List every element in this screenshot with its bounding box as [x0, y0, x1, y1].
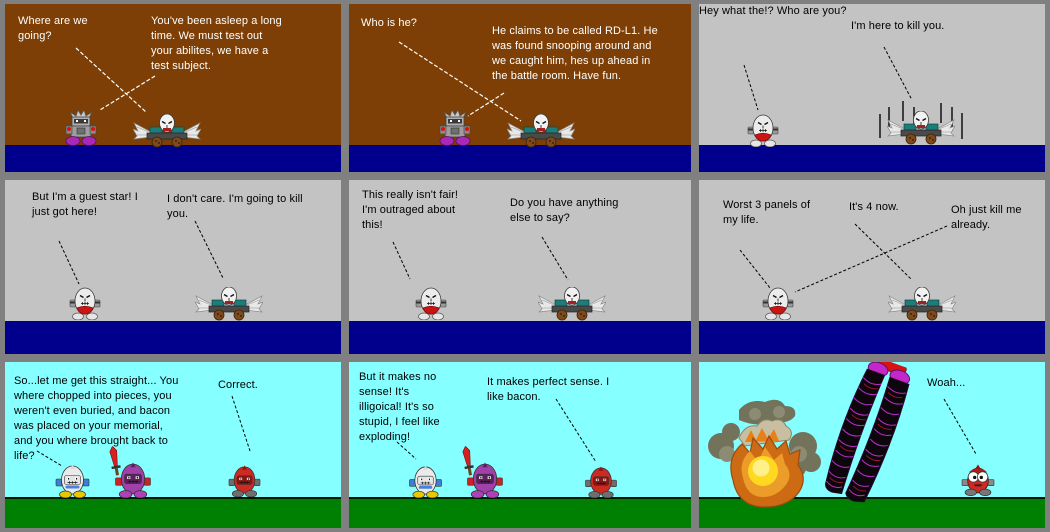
- comic-panel-4: But I'm a guest star! I just got here! I…: [5, 180, 341, 354]
- speech-pointer-lines: [392, 236, 569, 281]
- speech-text: Worst 3 panels of my life.: [723, 199, 811, 226]
- comic-panel-9: Woah...: [699, 362, 1045, 528]
- speech-pointer-lines: [743, 46, 963, 139]
- speech-text: Hey what the!? Who are you?: [699, 5, 847, 17]
- winged-skull-cart-character: [887, 111, 955, 145]
- speech-text: Who is he?: [361, 17, 418, 29]
- comic-panel-3: Hey what the!? Who are you? I'm here to …: [699, 4, 1045, 172]
- comic-panel-5: This really isn't fair! I'm outraged abo…: [349, 180, 691, 354]
- speech-text: It makes perfect sense. I like bacon.: [487, 376, 610, 403]
- floor: [699, 145, 1045, 172]
- skull-robot-character: [762, 286, 794, 320]
- white-egg-robot-character: [408, 465, 443, 498]
- skull-robot-character: [69, 286, 101, 320]
- speech-text: So...let me get this straight... You whe…: [14, 375, 179, 462]
- speech-text: I don't care. I'm going to kill you.: [167, 193, 303, 220]
- skull-robot-character: [747, 113, 779, 147]
- speech-text: It's 4 now.: [849, 201, 899, 213]
- speech-pointer-lines: [943, 398, 977, 455]
- speech-pointer-lines: [75, 47, 156, 113]
- floor: [5, 145, 341, 172]
- speech-text: Woah...: [927, 377, 966, 389]
- floor: [349, 321, 691, 354]
- gray-robot-character: [63, 110, 99, 146]
- speech-text: Do you have anything else to say?: [510, 197, 619, 224]
- speech-text: I'm here to kill you.: [851, 20, 945, 32]
- speech-text: Oh just kill me already.: [951, 204, 1022, 231]
- comic-panel-7: So...let me get this straight... You whe…: [5, 362, 341, 528]
- purple-egg-robot-character: [113, 462, 153, 498]
- skull-robot-character: [415, 286, 447, 320]
- comic-panel-1: Where are we going? You've been asleep a…: [5, 4, 341, 172]
- red-egg-robot-character: [584, 466, 618, 498]
- floor: [349, 497, 691, 528]
- purple-egg-robot-character: [466, 462, 504, 498]
- speech-text: Correct.: [218, 379, 258, 391]
- winged-skull-cart-character: [195, 287, 263, 321]
- speech-pointer-lines: [398, 41, 522, 122]
- speech-text: But I'm a guest star! I just got here!: [32, 191, 138, 218]
- speech-pointer-lines: [739, 223, 948, 293]
- speech-text: This really isn't fair! I'm outraged abo…: [362, 189, 459, 231]
- speech-pointer-lines: [58, 220, 224, 285]
- floor: [5, 497, 341, 528]
- speech-pointer-lines: [396, 398, 597, 463]
- comic-panel-6: Worst 3 panels of my life. It's 4 now. O…: [699, 180, 1045, 354]
- winged-skull-cart-character: [507, 114, 575, 148]
- explosion: [705, 398, 827, 508]
- speech-text: But it makes no sense! It's illigoical! …: [359, 371, 440, 443]
- winged-skull-cart-character: [538, 287, 606, 321]
- speech-text: You've been asleep a long time. We must …: [151, 15, 282, 72]
- red-egg-robot-character: [227, 465, 262, 497]
- floor: [349, 145, 691, 172]
- comic-panel-2: Who is he? He claims to be called RD-L1.…: [349, 4, 691, 172]
- winged-skull-cart-character: [133, 114, 201, 148]
- speech-text: Where are we going?: [18, 15, 88, 42]
- speech-text: He claims to be called RD-L1. He was fou…: [492, 25, 658, 82]
- comic-panel-8: But it makes no sense! It's illigoical! …: [349, 362, 691, 528]
- winged-skull-cart-character: [888, 287, 956, 321]
- white-egg-robot-character: [55, 464, 90, 498]
- floor: [5, 321, 341, 354]
- floor: [699, 321, 1045, 354]
- shake-lines: [879, 101, 963, 139]
- gray-robot-character: [437, 110, 473, 146]
- shocked-red-robot-character: [961, 463, 995, 496]
